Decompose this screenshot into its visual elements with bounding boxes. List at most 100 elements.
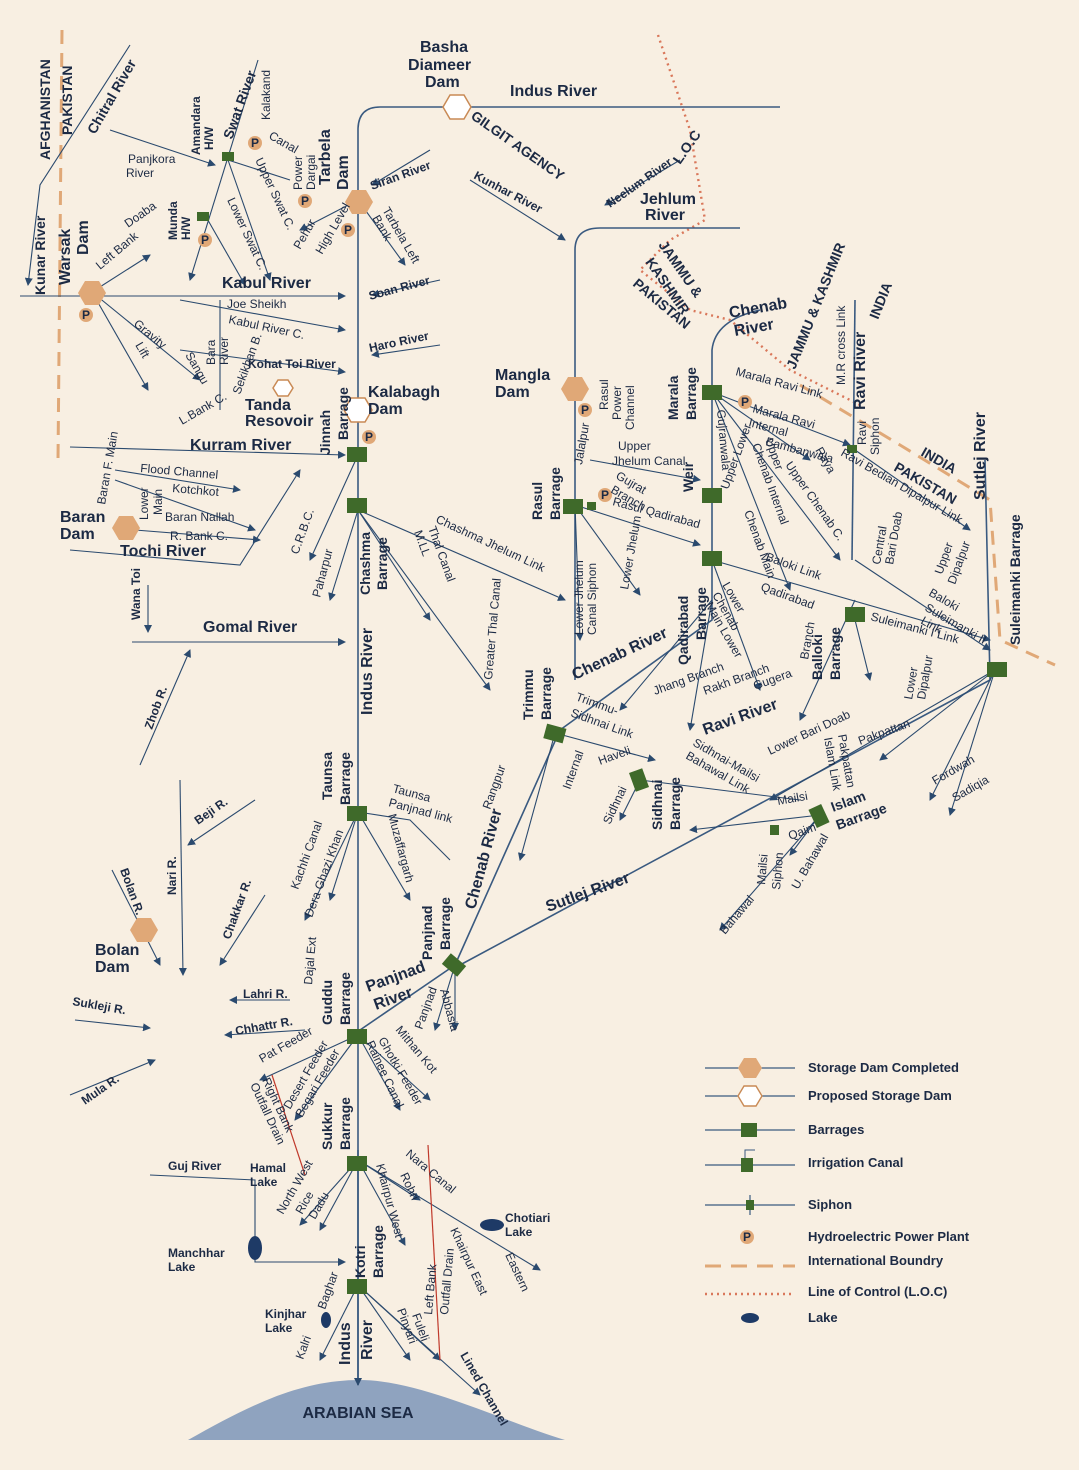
afghanistan-label: AFGHANISTAN [37, 59, 53, 160]
canal-label: Panjkora [128, 152, 176, 166]
munda-icon [197, 212, 209, 221]
suleimanki-label: Suleimanki Barrage [1007, 514, 1023, 645]
power-plant-icon [740, 1230, 754, 1244]
power-p: P [301, 194, 309, 208]
canal-label: Pakpattan [856, 716, 912, 748]
guddu-barrage-icon [347, 1029, 367, 1044]
power-plant-icon [578, 403, 592, 417]
canal-label: Dajal Ext [301, 936, 319, 986]
irrigation-canal-icon [741, 1158, 753, 1172]
canal-label: Rangpur [480, 763, 509, 811]
chenab-label-2: River [733, 316, 775, 340]
guj-label: Guj River [168, 1159, 222, 1173]
weir-label: Weir [680, 461, 696, 492]
canal-label: Canal Siphon [585, 563, 599, 635]
jhelum-label-2: River [645, 207, 685, 224]
sidhnai-label: Sidhnai [649, 779, 665, 830]
canal-label: River [126, 166, 154, 180]
mangla-label: Mangla [495, 367, 550, 384]
canal-label: Baran Nallah [165, 510, 234, 524]
canal-label: Joe Sheikh [227, 297, 286, 311]
canal-label: Chenab Main [741, 508, 779, 580]
warsak-label: Warsak [57, 229, 74, 285]
canal-label: C.R.B.C. [288, 507, 317, 556]
canal-label: Siphon [868, 418, 882, 455]
power-p: P [581, 403, 589, 417]
canal-label: Doaba [122, 199, 159, 231]
kalabagh-label: Kalabagh [368, 384, 440, 401]
swat-river-label: Swat River [220, 68, 260, 141]
canal-label: Canal [267, 128, 301, 156]
siphon-icon-mailsi [770, 825, 779, 835]
canal-label: Haveli [596, 743, 632, 768]
lahri-label: Lahri R. [243, 987, 288, 1001]
power-plant-icon [362, 430, 376, 444]
power-p: P [82, 308, 90, 322]
indus-low-label-1: Indus [337, 1322, 354, 1365]
trimmu-barrage-icon [543, 723, 567, 744]
canal-label: Outfall Drain [437, 1248, 457, 1316]
kurram-river-label: Kurram River [190, 437, 291, 454]
legend-label: Proposed Storage Dam [808, 1088, 952, 1103]
mangla-dam-icon [561, 377, 589, 401]
sukkur-barrage-icon [347, 1156, 367, 1171]
barrage-icon [741, 1123, 757, 1137]
chotiari-label: Chotiari [505, 1211, 550, 1225]
arabian-sea-label: ARABIAN SEA [302, 1405, 414, 1422]
power-p: P [201, 233, 209, 247]
marala-label: Marala [665, 375, 681, 420]
canal-label: Paharpur [309, 547, 335, 598]
power-p: P [344, 223, 352, 237]
balloki-label: Barrage [827, 627, 843, 680]
siphon-icon-ravi [847, 445, 857, 453]
siphon-icon-jhelum [587, 502, 596, 510]
chakkar-label: Chakkar R. [220, 877, 255, 941]
power-p: P [741, 395, 749, 409]
jhelum-label-1: Jehlum [640, 191, 696, 208]
basha-label: Basha [420, 39, 468, 56]
manchhar-lake-icon [248, 1236, 262, 1260]
wana-label: Wana Toi [129, 568, 143, 620]
lakes [248, 1219, 504, 1328]
panjnad-barrage-label: Barrage [437, 897, 453, 950]
canal-label: Left Bank [421, 1263, 439, 1316]
canal-label: Siphon [769, 852, 786, 890]
amandara-icon [222, 152, 234, 161]
kinjhar-label: Lake [265, 1321, 293, 1335]
canal-label: Kalakand [259, 70, 273, 120]
arabian-sea [188, 1380, 565, 1440]
canal-label: Channel [623, 385, 637, 430]
chashma-label: Chashma [357, 532, 373, 595]
bolan-dam-icon [130, 918, 158, 942]
kalabagh-dam-icon [343, 397, 373, 423]
kalabagh-label: Dam [368, 401, 403, 418]
siphon-icon [746, 1200, 754, 1210]
rasul-label: Rasul [529, 482, 545, 520]
sutlej-low-label: Sutlej River [544, 870, 633, 916]
canal-label: Lower Jhelum [572, 560, 586, 635]
canal-label: Power [291, 156, 305, 190]
ravi-river-line [851, 299, 856, 561]
kohat-river-label: Kohat Toi River [248, 357, 336, 371]
basha-label: Dam [425, 74, 460, 91]
canal-label: Kotchkot [172, 481, 220, 499]
taunsa-label: Barrage [337, 752, 353, 805]
canal-label: Lower Jhelum [617, 515, 644, 591]
taunsa-label: Taunsa [319, 752, 335, 800]
jinnah-label: Barrage [335, 387, 351, 440]
warsak-label: Dam [75, 220, 92, 255]
canal-label: Kalri [293, 1334, 314, 1361]
kinjhar-lake-icon [321, 1312, 331, 1328]
canal-label: River [217, 337, 231, 365]
canal-label: Central [869, 525, 890, 566]
sidhnai-barrage-icon [629, 768, 649, 792]
canal-label: Main [151, 489, 165, 515]
ravi-mid-label: Ravi River [701, 696, 780, 739]
balloki-label: Balloki [809, 634, 825, 680]
canal-label: Dargai [304, 155, 318, 190]
suleimanki-barrage-icon [987, 662, 1007, 677]
power-plant-icon [79, 308, 93, 322]
tanda-dam-icon [272, 379, 294, 397]
canal-label: Flood Channel [140, 461, 219, 482]
